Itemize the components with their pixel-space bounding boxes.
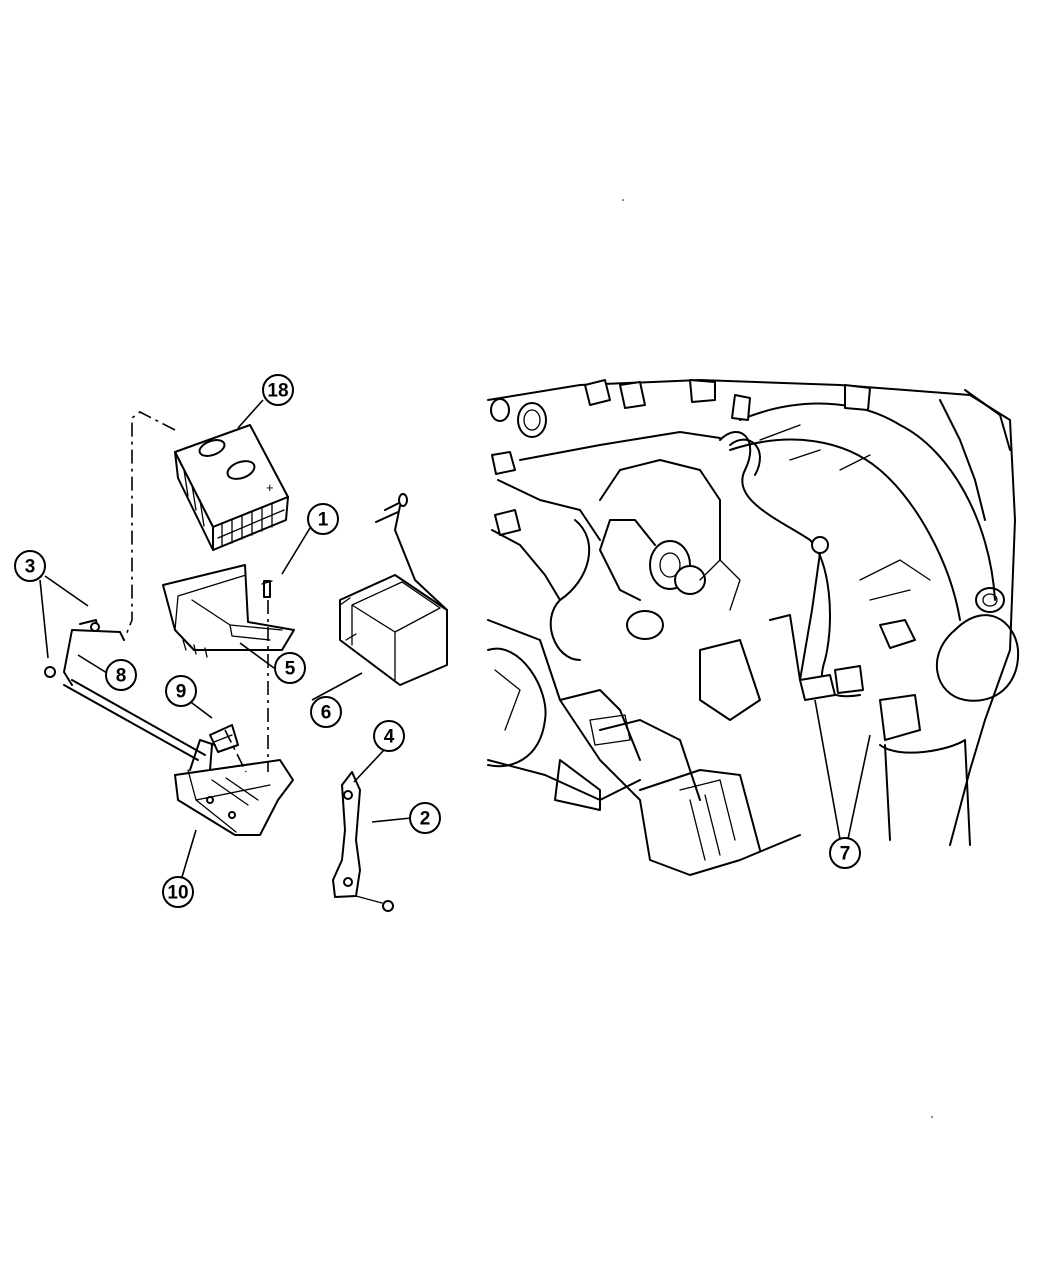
svg-text:8: 8: [116, 666, 127, 687]
svg-text:1: 1: [318, 510, 329, 531]
engine-assembly: [487, 379, 1020, 876]
tray-bolt: [261, 580, 273, 598]
battery-polarity-mark: +: [266, 480, 274, 495]
svg-text:7: 7: [840, 844, 851, 865]
scan-speck: [931, 1116, 933, 1118]
battery-tray: [162, 564, 295, 658]
callout-2: 2: [409, 802, 441, 834]
callout-18: 18: [262, 374, 294, 406]
svg-text:2: 2: [420, 809, 431, 830]
callout-1: 1: [307, 503, 339, 535]
callout-7: 7: [829, 837, 861, 869]
svg-text:4: 4: [384, 727, 395, 748]
sensor-wire: [375, 493, 448, 611]
svg-text:10: 10: [167, 883, 188, 904]
callout-4: 4: [373, 720, 405, 752]
svg-text:3: 3: [25, 557, 36, 578]
battery-clip: [209, 724, 239, 753]
callout-8: 8: [105, 659, 137, 691]
battery-cable-path: [125, 411, 176, 636]
hold-down-bracket: [44, 619, 206, 761]
callout-10: 10: [162, 876, 194, 908]
callout-5: 5: [274, 652, 306, 684]
svg-text:18: 18: [267, 381, 288, 402]
battery-strap: [332, 771, 394, 912]
callout-6: 6: [310, 696, 342, 728]
callout-9: 9: [165, 675, 197, 707]
leader-lines: [39, 399, 871, 878]
svg-text:5: 5: [285, 659, 296, 680]
battery: +: [174, 424, 289, 551]
callout-3: 3: [14, 550, 46, 582]
tray-support: [174, 739, 294, 836]
scan-speck: [622, 199, 624, 201]
battery-shield: [339, 574, 448, 686]
svg-text:6: 6: [321, 703, 332, 724]
svg-text:9: 9: [176, 682, 187, 703]
alignment-line-clip: [224, 729, 247, 773]
